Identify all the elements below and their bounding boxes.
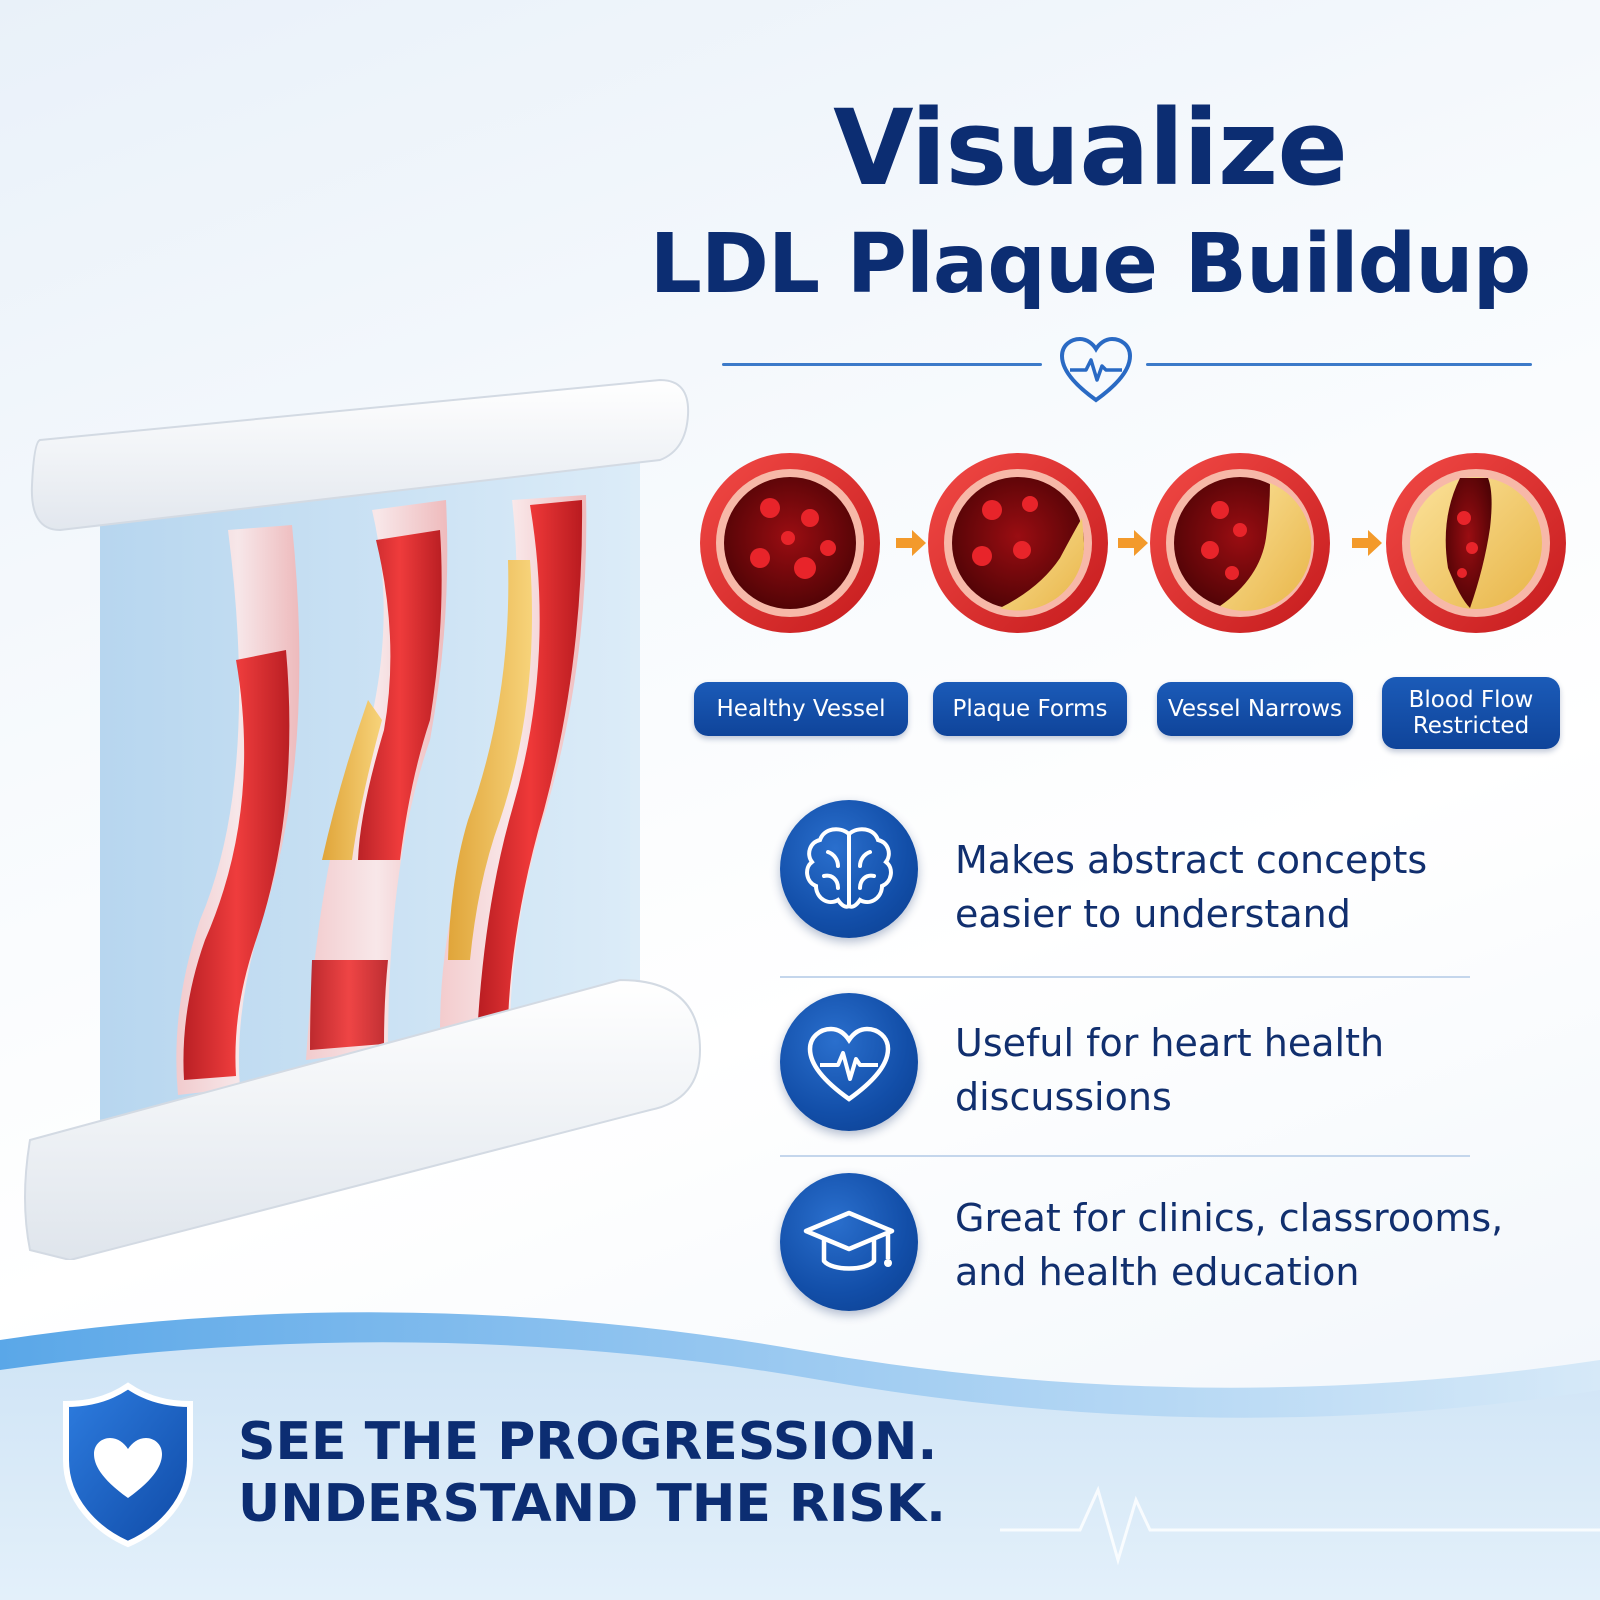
benefit-divider <box>780 976 1470 978</box>
page-title-line2: LDL Plaque Buildup <box>649 217 1532 312</box>
arrow-icon <box>1352 530 1382 556</box>
stage-plaque-forms-image <box>928 453 1108 633</box>
benefit-icon-circle <box>780 993 918 1131</box>
benefit-text-abstract-concepts: Makes abstract concepts easier to unders… <box>955 838 1428 936</box>
stage-blood-flow-restricted-image <box>1386 453 1566 633</box>
artery-model-illustration <box>24 378 702 1260</box>
graduation-cap-icon <box>803 1210 895 1271</box>
arrow-icon <box>896 530 926 556</box>
stage-label-healthy-vessel: Healthy Vessel <box>694 682 908 736</box>
benefit-divider <box>780 1155 1470 1157</box>
stage-healthy-vessel-image <box>700 453 880 633</box>
tube-plaque-forms <box>306 500 448 1060</box>
shield-heart-icon <box>63 1382 193 1548</box>
benefit-icon-circle <box>780 800 918 938</box>
model-base-bar <box>24 978 702 1260</box>
stage-label-blood-flow-restricted: Blood Flow Restricted <box>1382 677 1560 749</box>
brain-icon <box>805 827 893 909</box>
tube-healthy <box>176 525 300 1095</box>
benefit-text-clinics-classrooms: Great for clinics, classrooms, and healt… <box>955 1196 1504 1294</box>
footer-tagline-line1: SEE THE PROGRESSION. <box>238 1412 938 1472</box>
stage-progression-illustration <box>700 453 1566 633</box>
stage-label-vessel-narrows: Vessel Narrows <box>1157 682 1353 736</box>
arrow-icon <box>1118 530 1148 556</box>
title-divider-left <box>722 363 1042 366</box>
stage-vessel-narrows-image <box>1150 453 1330 633</box>
heart-pulse-icon <box>807 1026 891 1102</box>
heart-pulse-divider-icon <box>1059 336 1133 403</box>
stage-label-plaque-forms: Plaque Forms <box>933 682 1127 736</box>
title-divider-right <box>1146 363 1532 366</box>
footer-tagline-line2: UNDERSTAND THE RISK. <box>238 1474 946 1534</box>
tube-narrowed <box>440 495 587 1030</box>
footer-wave-background <box>0 1312 1600 1600</box>
benefit-icon-circle <box>780 1173 918 1311</box>
ecg-line-decoration <box>1000 1485 1600 1566</box>
page-title-line1: Visualize <box>833 87 1348 209</box>
model-top-bar <box>30 378 690 532</box>
benefit-text-heart-health: Useful for heart health discussions <box>955 1021 1385 1119</box>
